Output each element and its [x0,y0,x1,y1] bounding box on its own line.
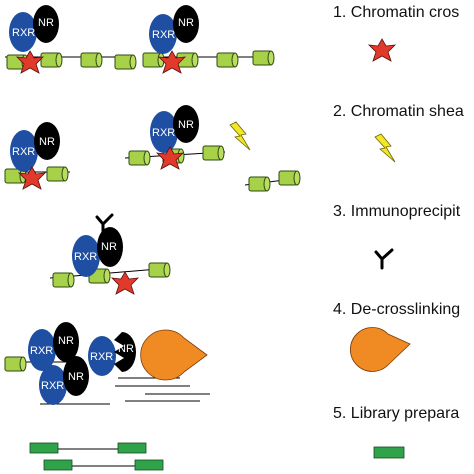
row-4-de-crosslinking: RXR NR RXR NR RXR NR [4,322,210,405]
rxr-label: RXR [41,380,64,392]
row-3-immunoprecipitation: RXR NR [49,213,171,295]
rxr-label: RXR [12,27,35,39]
row-1-crosslinked-chromatin: RXR NR RXR NR [5,5,275,74]
step-3-label: 3. Immunoprecipit [333,203,461,220]
step-1-label: 1. Chromatin cros [333,4,460,21]
step-4-label: 4. De-crosslinking [333,301,461,318]
rxr-label: RXR [30,345,53,357]
step-5-label: 5. Library prepara [333,405,460,422]
lightning-bolt-icon [374,133,396,163]
crosslink-star-icon [111,271,139,295]
antibody-icon [95,213,114,233]
rxr-label: RXR [152,127,175,139]
nr-label: NR [118,343,134,355]
nr-label: NR [38,17,54,29]
rxr-protein [9,12,37,52]
nr-protein [33,5,59,43]
protease-icon [350,327,411,372]
nr-label: NR [178,17,194,29]
legend-icons [350,38,411,459]
nr-label: NR [101,241,117,253]
rxr-label: RXR [152,29,175,41]
step-2-label: 2. Chromatin shea [333,103,464,120]
protease-icon [140,329,208,381]
row-2-sheared-chromatin: RXR NR RXR NR [4,105,301,192]
row-5-library-fragments [29,442,164,471]
crosslink-star-icon [368,38,396,62]
nr-label: NR [68,371,84,383]
lightning-bolt-icon [229,121,251,151]
nr-label: NR [178,119,194,131]
rxr-label: RXR [90,351,113,363]
library-fragment-icon [29,442,59,454]
nr-label: NR [39,136,55,148]
rxr-label: RXR [74,251,97,263]
nr-label: NR [58,335,74,347]
antibody-icon [374,248,394,270]
library-fragment-icon [373,446,405,459]
rxr-label: RXR [12,146,35,158]
